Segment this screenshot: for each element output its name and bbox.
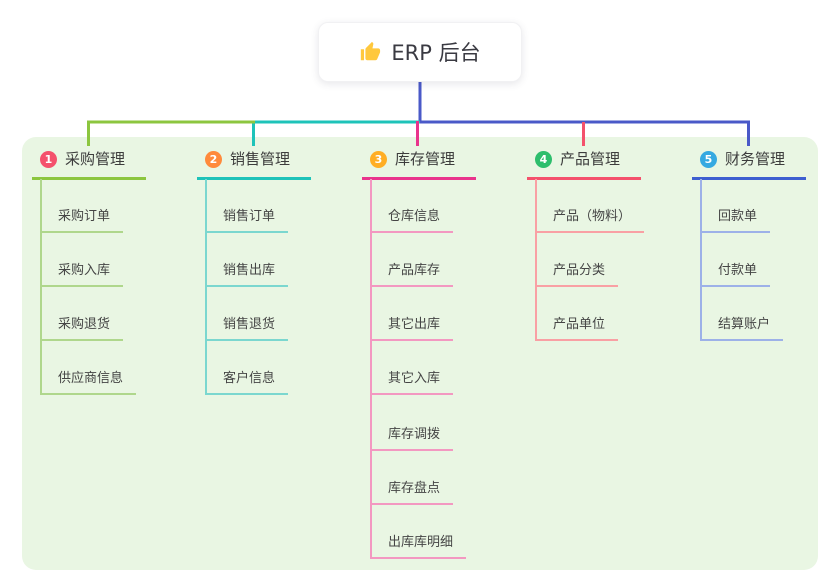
branch-child-connector: [370, 179, 372, 559]
branch-sales: 2 销售管理 销售订单 销售出库 销售退货 客户信息: [197, 0, 357, 588]
branch-child-connector: [535, 179, 537, 341]
branch-title-label: 产品管理: [560, 150, 621, 168]
tree-node-item[interactable]: 销售订单: [205, 208, 289, 233]
root-node[interactable]: ERP 后台: [318, 22, 522, 82]
tree-node-item[interactable]: 库存盘点: [370, 480, 454, 505]
branch-number-badge: 3: [370, 150, 387, 168]
branch-inventory: 3 库存管理 仓库信息 产品库存 其它出库 其它入库 库存调拨 库存盘点 出库库…: [362, 0, 522, 588]
branches-panel: [22, 137, 818, 570]
branch-child-connector: [700, 179, 702, 341]
branch-title-product[interactable]: 4 产品管理: [527, 149, 641, 180]
branch-title-label: 库存管理: [395, 150, 456, 168]
tree-node-item[interactable]: 销售退货: [205, 316, 289, 341]
tree-node-item[interactable]: 产品分类: [535, 262, 619, 287]
branch-child-connector: [40, 179, 42, 395]
branch-product: 4 产品管理 产品（物料） 产品分类 产品单位: [527, 0, 687, 588]
branch-title-label: 采购管理: [65, 150, 126, 168]
branch-title-label: 销售管理: [230, 150, 291, 168]
branch-purchase: 1 采购管理 采购订单 采购入库 采购退货 供应商信息: [32, 0, 192, 588]
tree-node-item[interactable]: 其它出库: [370, 316, 454, 341]
tree-node-item[interactable]: 客户信息: [205, 370, 289, 395]
tree-node-item[interactable]: 付款单: [700, 262, 771, 287]
tree-node-item[interactable]: 仓库信息: [370, 208, 454, 233]
tree-node-item[interactable]: 其它入库: [370, 370, 454, 395]
branch-title-inventory[interactable]: 3 库存管理: [362, 149, 476, 180]
branch-child-connector: [205, 179, 207, 395]
tree-node-item[interactable]: 销售出库: [205, 262, 289, 287]
tree-node-item[interactable]: 回款单: [700, 208, 771, 233]
branch-title-finance[interactable]: 5 财务管理: [692, 149, 806, 180]
tree-node-item[interactable]: 采购订单: [40, 208, 124, 233]
tree-node-item[interactable]: 采购退货: [40, 316, 124, 341]
branch-number-badge: 5: [700, 150, 717, 168]
branch-number-badge: 2: [205, 150, 222, 168]
root-title: ERP 后台: [391, 41, 481, 65]
branch-number-badge: 4: [535, 150, 552, 168]
tree-node-item[interactable]: 采购入库: [40, 262, 124, 287]
tree-node-item[interactable]: 产品库存: [370, 262, 454, 287]
tree-node-item[interactable]: 供应商信息: [40, 370, 137, 395]
tree-node-item[interactable]: 库存调拨: [370, 426, 454, 451]
branch-title-label: 财务管理: [725, 150, 786, 168]
branch-title-purchase[interactable]: 1 采购管理: [32, 149, 146, 180]
branch-number-badge: 1: [40, 150, 57, 168]
tree-node-item[interactable]: 产品单位: [535, 316, 619, 341]
branch-finance: 5 财务管理 回款单 付款单 结算账户: [692, 0, 839, 588]
branch-title-sales[interactable]: 2 销售管理: [197, 149, 311, 180]
tree-node-item[interactable]: 结算账户: [700, 316, 784, 341]
thumbs-up-icon: [361, 41, 381, 61]
tree-node-item[interactable]: 产品（物料）: [535, 208, 645, 233]
tree-node-item[interactable]: 出库库明细: [370, 534, 467, 559]
